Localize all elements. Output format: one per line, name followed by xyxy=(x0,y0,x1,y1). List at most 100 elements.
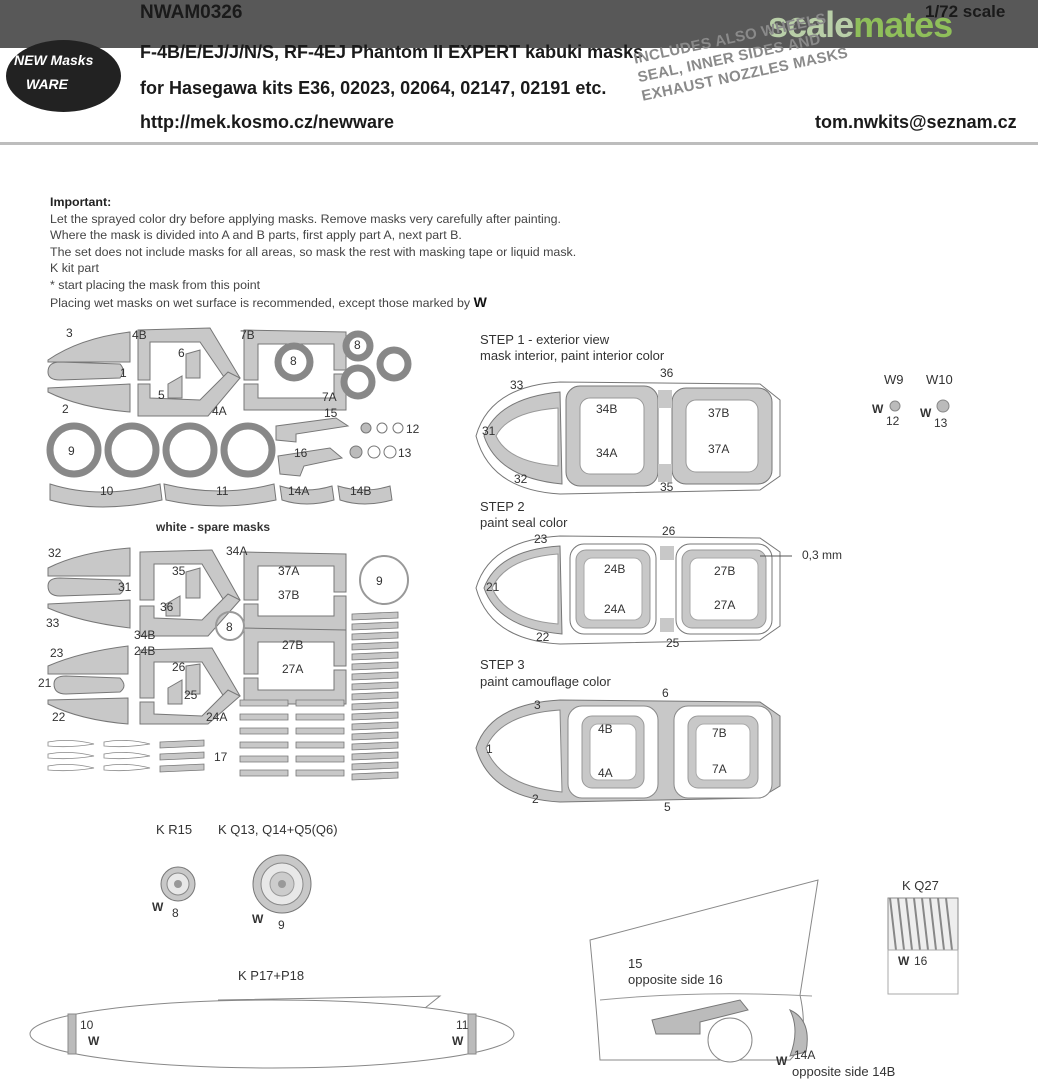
num-label: 22 xyxy=(52,710,66,724)
w9-label: W9 xyxy=(884,372,904,387)
wet-mark-icon: W xyxy=(776,1054,788,1068)
mask-37a xyxy=(243,551,347,601)
mask-27b xyxy=(243,627,347,675)
num-label: 8 xyxy=(172,906,179,920)
num-label: 3 xyxy=(66,326,73,340)
wet-mark-icon: W xyxy=(898,954,910,968)
step2-note: paint seal color xyxy=(480,515,568,530)
mask-14b xyxy=(337,485,393,505)
wet-mark-icon: W xyxy=(88,1034,100,1048)
brand-watermark: scalemates xyxy=(768,4,953,45)
wet-mark-icon: W xyxy=(872,402,884,416)
mask-6 xyxy=(185,349,201,379)
exhaust-nozzle xyxy=(887,897,959,995)
ring-9d xyxy=(220,422,276,478)
num-label: 25 xyxy=(666,636,680,650)
email-link[interactable]: tom.nwkits@seznam.cz xyxy=(815,112,1017,132)
num-label: 32 xyxy=(514,472,528,486)
w10-label: W10 xyxy=(926,372,953,387)
num-label: 1 xyxy=(486,742,493,756)
num-label: 24B xyxy=(604,562,626,576)
tail-fin xyxy=(589,879,819,1063)
num-label: 13 xyxy=(398,446,412,460)
ring-9b xyxy=(104,422,160,478)
num-label: 24B xyxy=(134,644,156,658)
instruction-line: Placing wet masks on wet surface is reco… xyxy=(50,293,487,310)
scale-label: 1/72 scale xyxy=(925,2,1006,21)
num-label: 33 xyxy=(46,616,60,630)
kit-part-q13: K Q13, Q14+Q5(Q6) xyxy=(218,822,338,837)
num-label: 16 xyxy=(294,446,308,460)
num-label: 17 xyxy=(214,750,228,764)
num-label: 32 xyxy=(48,546,62,560)
num-label: 37B xyxy=(278,588,300,602)
mask-34a xyxy=(139,549,241,605)
wheel-8 xyxy=(160,866,196,902)
website-link[interactable]: http://mek.kosmo.cz/newware xyxy=(140,112,395,132)
mask-33 xyxy=(47,599,131,629)
num-label: 16 xyxy=(914,954,928,968)
canopy-step-2 xyxy=(475,535,792,645)
mask-2 xyxy=(47,383,131,413)
canopy-step-1 xyxy=(475,381,781,495)
num-label: 14A xyxy=(794,1048,816,1062)
num-label: 7A xyxy=(712,762,727,776)
num-label: 34B xyxy=(596,402,618,416)
ring-9c xyxy=(162,422,218,478)
num-label: 4B xyxy=(598,722,613,736)
num-label: 26 xyxy=(662,524,676,538)
num-label: 25 xyxy=(184,688,198,702)
num-label: 4B xyxy=(132,328,147,342)
ring-8-spare xyxy=(215,611,245,641)
wet-mark-icon: W xyxy=(473,293,487,310)
num-label: 8 xyxy=(354,338,361,352)
num-label: 8 xyxy=(290,354,297,368)
num-label: 15 xyxy=(324,406,338,420)
tail-note-14b: opposite side 14B xyxy=(792,1064,896,1079)
ring-9-spare xyxy=(359,555,409,605)
mask-22 xyxy=(47,697,129,725)
num-label: 21 xyxy=(486,580,500,594)
instructions-heading: Important: xyxy=(50,195,112,209)
kit-part-r15: K R15 xyxy=(156,822,193,837)
mask-36 xyxy=(165,595,181,617)
num-label: 36 xyxy=(660,366,674,380)
ring-8b xyxy=(342,330,374,362)
num-label: 3 xyxy=(534,698,541,712)
num-label: 26 xyxy=(172,660,186,674)
num-label: 12 xyxy=(406,422,420,436)
mask-1 xyxy=(47,361,124,381)
num-label: 33 xyxy=(510,378,524,392)
num-label: 34A xyxy=(596,446,618,460)
num-label: 11 xyxy=(456,1018,469,1032)
num-label: 34B xyxy=(134,628,156,642)
num-label: 36 xyxy=(160,600,174,614)
ring-9a xyxy=(46,422,102,478)
mask-4a xyxy=(137,371,241,417)
wet-mark-icon: W xyxy=(252,912,264,926)
num-label: 27A xyxy=(714,598,736,612)
num-label: 14A xyxy=(288,484,310,498)
num-label: 31 xyxy=(482,424,496,438)
mask-11 xyxy=(163,483,277,507)
num-label: 35 xyxy=(660,480,674,494)
dimension-label: 0,3 mm xyxy=(802,548,843,562)
num-label: 7B xyxy=(240,328,255,342)
spare-masks-heading: white - spare masks xyxy=(156,520,271,534)
num-label: 2 xyxy=(532,792,539,806)
num-label: 35 xyxy=(172,564,186,578)
num-label: 13 xyxy=(934,416,948,430)
step3-note: paint camouflage color xyxy=(480,674,611,689)
ring-8c xyxy=(340,364,376,400)
num-label: 8 xyxy=(226,620,233,634)
num-label: 27B xyxy=(714,564,736,578)
instruction-line: * start placing the mask from this point xyxy=(50,277,261,292)
num-label: 23 xyxy=(534,532,548,546)
num-label: 7A xyxy=(322,390,337,404)
mask-4b xyxy=(137,327,241,381)
mask-7a xyxy=(243,373,347,411)
mask-21 xyxy=(53,675,125,695)
num-label: 1 xyxy=(120,366,127,380)
logo-line1: NEW Masks xyxy=(14,52,94,68)
mask-15 xyxy=(275,417,350,443)
